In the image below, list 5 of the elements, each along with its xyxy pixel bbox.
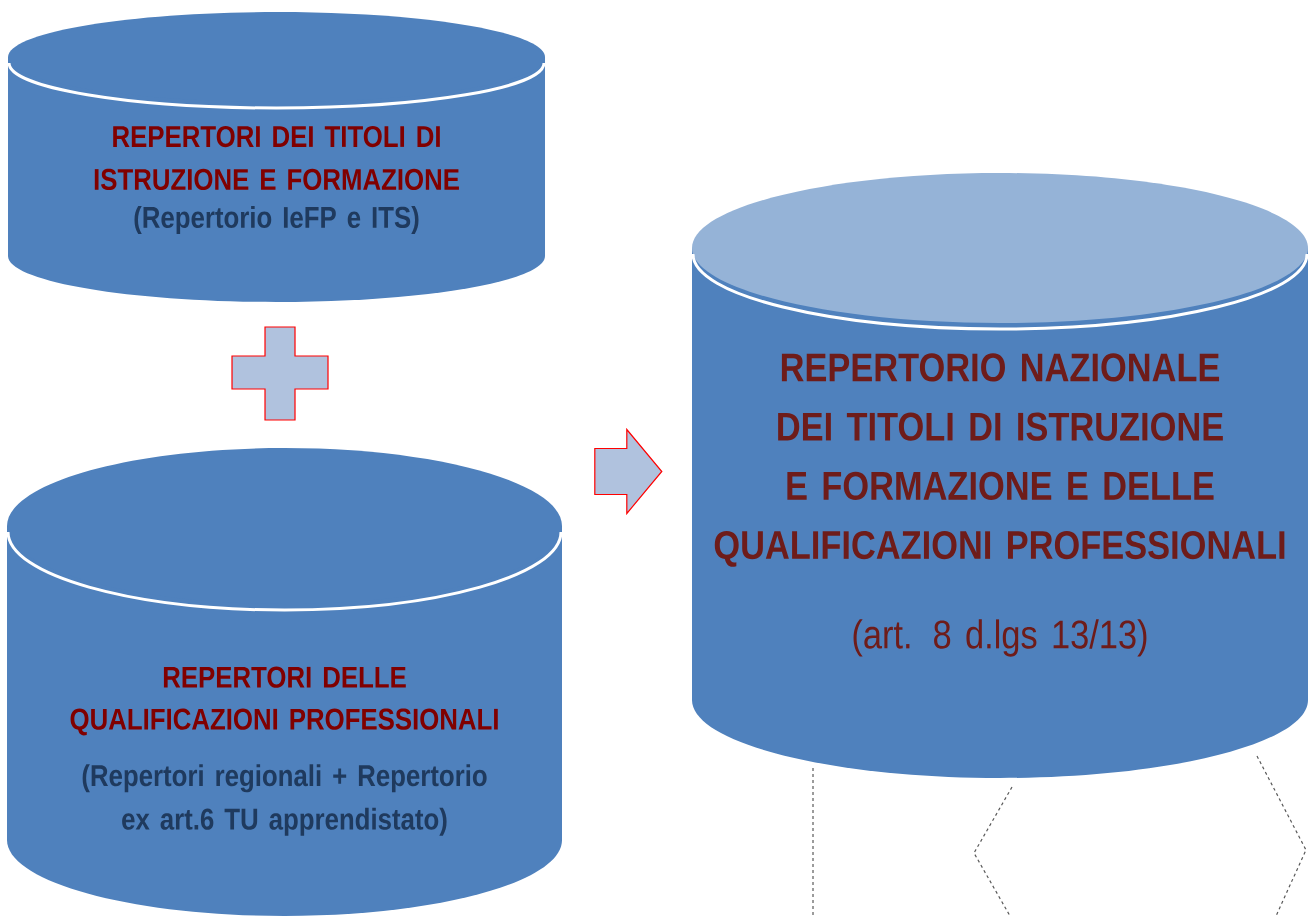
cylinder: REPERTORIO NAZIONALE DEI TITOLI DI ISTRUZIONE E FORMAZIONE E DELLE QUALIFICAZIONI PROFESSIONALI (art. 8 d.lgs 13/13) <box>691 173 1309 778</box>
block-arrow <box>594 427 663 516</box>
cylinder: REPERTORI DELLE QUALIFICAZIONI PROFESSIONALI (Repertori regionali + Repertorio ex art.6 TU apprendistato) <box>6 448 563 916</box>
cylinder: REPERTORI DEI TITOLI DI ISTRUZIONE E FORMAZIONE (Repertorio IeFP e ITS) <box>7 12 546 302</box>
plus-sign <box>231 326 329 421</box>
